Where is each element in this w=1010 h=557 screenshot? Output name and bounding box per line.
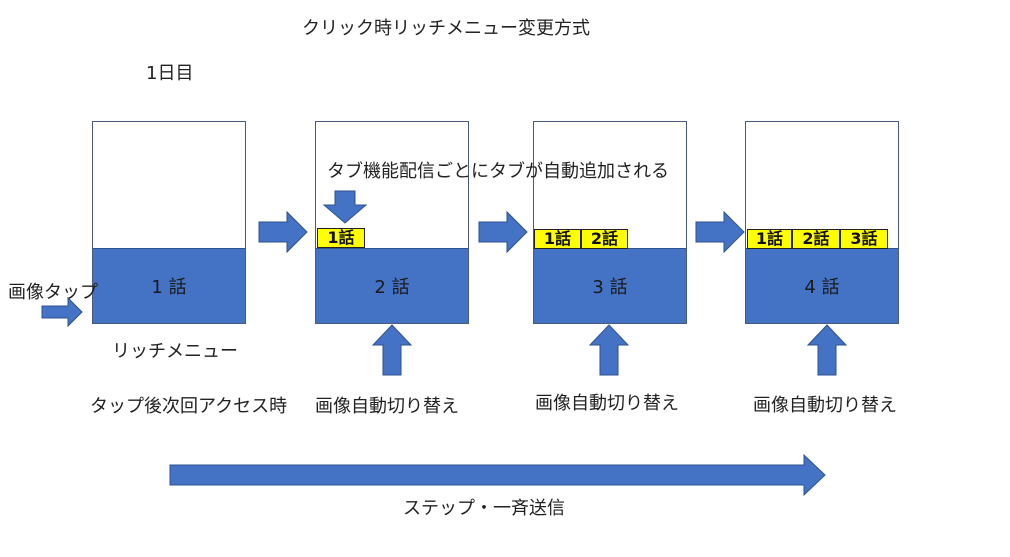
tab-note: タブ機能配信ごとにタブが自動追加される [327, 161, 669, 182]
screen-1: 1 話 [92, 121, 246, 324]
rich-menu-2: 2 話 [316, 248, 468, 323]
auto-switch-label-3: 画像自動切り替え [535, 393, 679, 414]
right-arrow-icon-1 [258, 210, 308, 254]
tab-screen4-1: 1話 [747, 229, 792, 249]
auto-switch-label-4: 画像自動切り替え [753, 395, 897, 416]
menu-label-3: 3 話 [592, 277, 628, 298]
right-arrow-icon-2 [478, 210, 528, 254]
down-arrow-icon [322, 190, 368, 224]
image-tap-label: 画像タップ [8, 282, 98, 303]
up-arrow-icon-3 [588, 324, 630, 376]
up-arrow-icon-4 [806, 324, 848, 376]
menu-label-2: 2 話 [374, 277, 410, 298]
timeline-arrow-icon [169, 453, 826, 497]
diagram-title: クリック時リッチメニュー変更方式 [302, 18, 590, 39]
tab-screen3-2: 2話 [581, 229, 628, 249]
rich-menu-3: 3 話 [534, 248, 686, 323]
menu-label-1: 1 話 [151, 277, 187, 298]
rich-menu-label: リッチメニュー [112, 341, 238, 362]
menu-label-4: 4 話 [804, 277, 840, 298]
screen-2: 2 話 [315, 121, 469, 324]
screen-3: 3 話 [533, 121, 687, 324]
tap-arrow-icon [41, 296, 83, 328]
day-label: 1日目 [146, 63, 194, 84]
screen-4: 4 話 [745, 121, 899, 324]
step-broadcast-label: ステップ・一斉送信 [403, 498, 565, 519]
rich-menu-1: 1 話 [93, 248, 245, 323]
tab-screen4-3: 3話 [840, 229, 888, 249]
tab-screen2-1: 1話 [317, 228, 365, 248]
rich-menu-4: 4 話 [746, 248, 898, 323]
next-access-label: タップ後次回アクセス時 [90, 396, 288, 417]
right-arrow-icon-3 [695, 210, 745, 254]
tab-screen4-2: 2話 [792, 229, 840, 249]
tab-screen3-1: 1話 [534, 229, 581, 249]
auto-switch-label-2: 画像自動切り替え [315, 396, 459, 417]
up-arrow-icon-2 [371, 324, 413, 376]
